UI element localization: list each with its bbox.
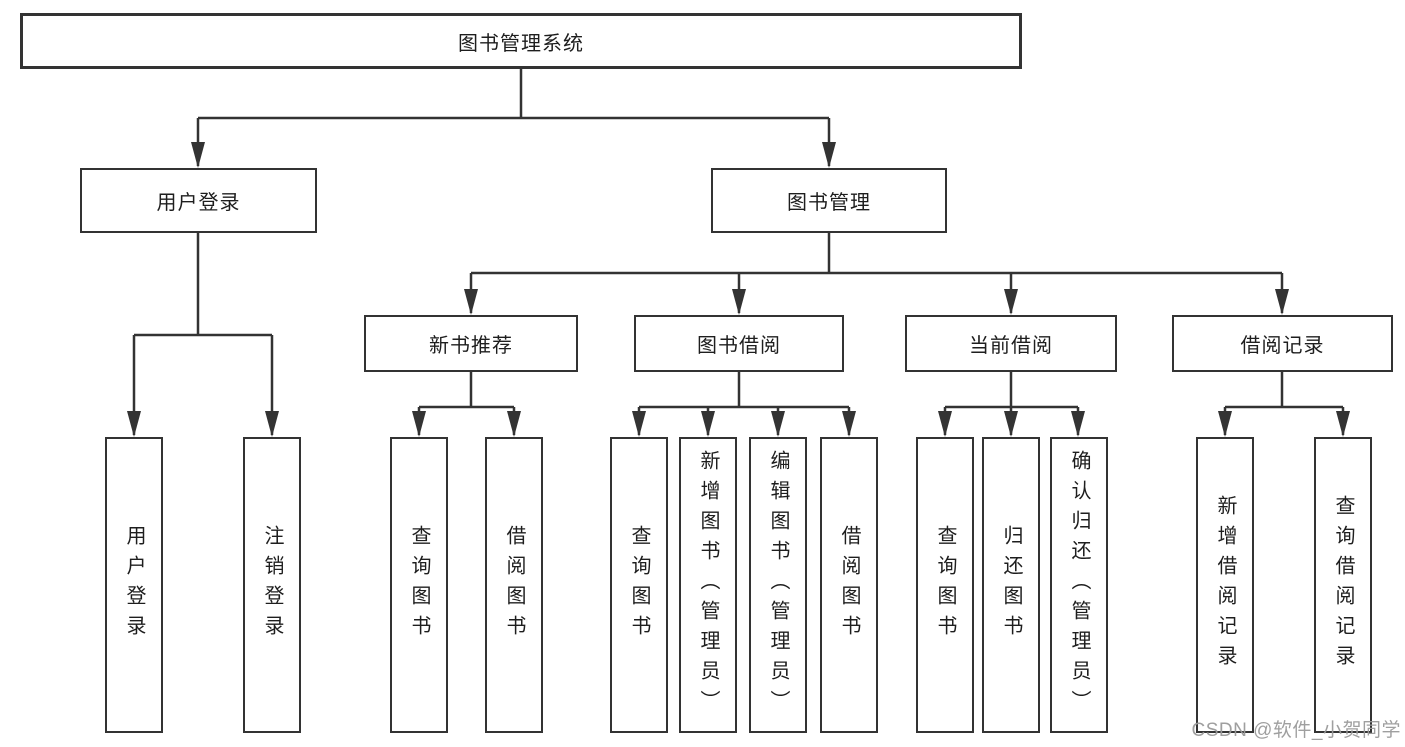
leaf-borrow-books-recommend: 借阅图书 (485, 437, 543, 733)
node-label: 新书推荐 (429, 335, 513, 357)
node-label: 图书管理系统 (458, 32, 584, 55)
node-label: 图书管理 (787, 192, 871, 214)
node-label: 注销登录 (261, 525, 283, 645)
leaf-query-books-borrowing: 查询图书 (610, 437, 668, 733)
node-new-book-recommend: 新书推荐 (364, 315, 578, 372)
node-label: 借阅记录 (1240, 335, 1325, 357)
leaf-user-login: 用户登录 (105, 437, 163, 733)
node-label: 确认归还（管理员） (1068, 450, 1090, 720)
node-label: 用户登录 (156, 192, 241, 214)
node-borrowing-records: 借阅记录 (1172, 315, 1393, 372)
node-label: 当前借阅 (969, 335, 1053, 357)
leaf-add-borrow-record: 新增借阅记录 (1196, 437, 1254, 733)
node-book-borrowing: 图书借阅 (634, 315, 844, 372)
node-user-login: 用户登录 (80, 168, 317, 233)
node-label: 借阅图书 (838, 525, 860, 645)
node-label: 查询图书 (408, 525, 430, 645)
leaf-confirm-return-admin: 确认归还（管理员） (1050, 437, 1108, 733)
leaf-add-book-admin: 新增图书（管理员） (679, 437, 737, 733)
node-library-management-system: 图书管理系统 (20, 13, 1022, 69)
leaf-query-books-current: 查询图书 (916, 437, 974, 733)
node-label: 编辑图书（管理员） (767, 450, 789, 720)
node-label: 新增图书（管理员） (697, 450, 719, 720)
node-label: 归还图书 (1000, 525, 1022, 645)
watermark: CSDN @软件_小贺同学 (1191, 720, 1401, 741)
leaf-query-borrow-record: 查询借阅记录 (1314, 437, 1372, 733)
node-label: 新增借阅记录 (1214, 495, 1236, 675)
leaf-query-books-recommend: 查询图书 (390, 437, 448, 733)
leaf-logout: 注销登录 (243, 437, 301, 733)
node-label: 用户登录 (123, 525, 145, 645)
node-label: 借阅图书 (503, 525, 525, 645)
leaf-return-books: 归还图书 (982, 437, 1040, 733)
node-book-management: 图书管理 (711, 168, 947, 233)
node-label: 图书借阅 (697, 335, 781, 357)
leaf-edit-book-admin: 编辑图书（管理员） (749, 437, 807, 733)
node-label: 查询借阅记录 (1332, 495, 1354, 675)
node-label: 查询图书 (934, 525, 956, 645)
node-current-borrowing: 当前借阅 (905, 315, 1117, 372)
leaf-borrow-books-borrowing: 借阅图书 (820, 437, 878, 733)
node-label: 查询图书 (628, 525, 650, 645)
